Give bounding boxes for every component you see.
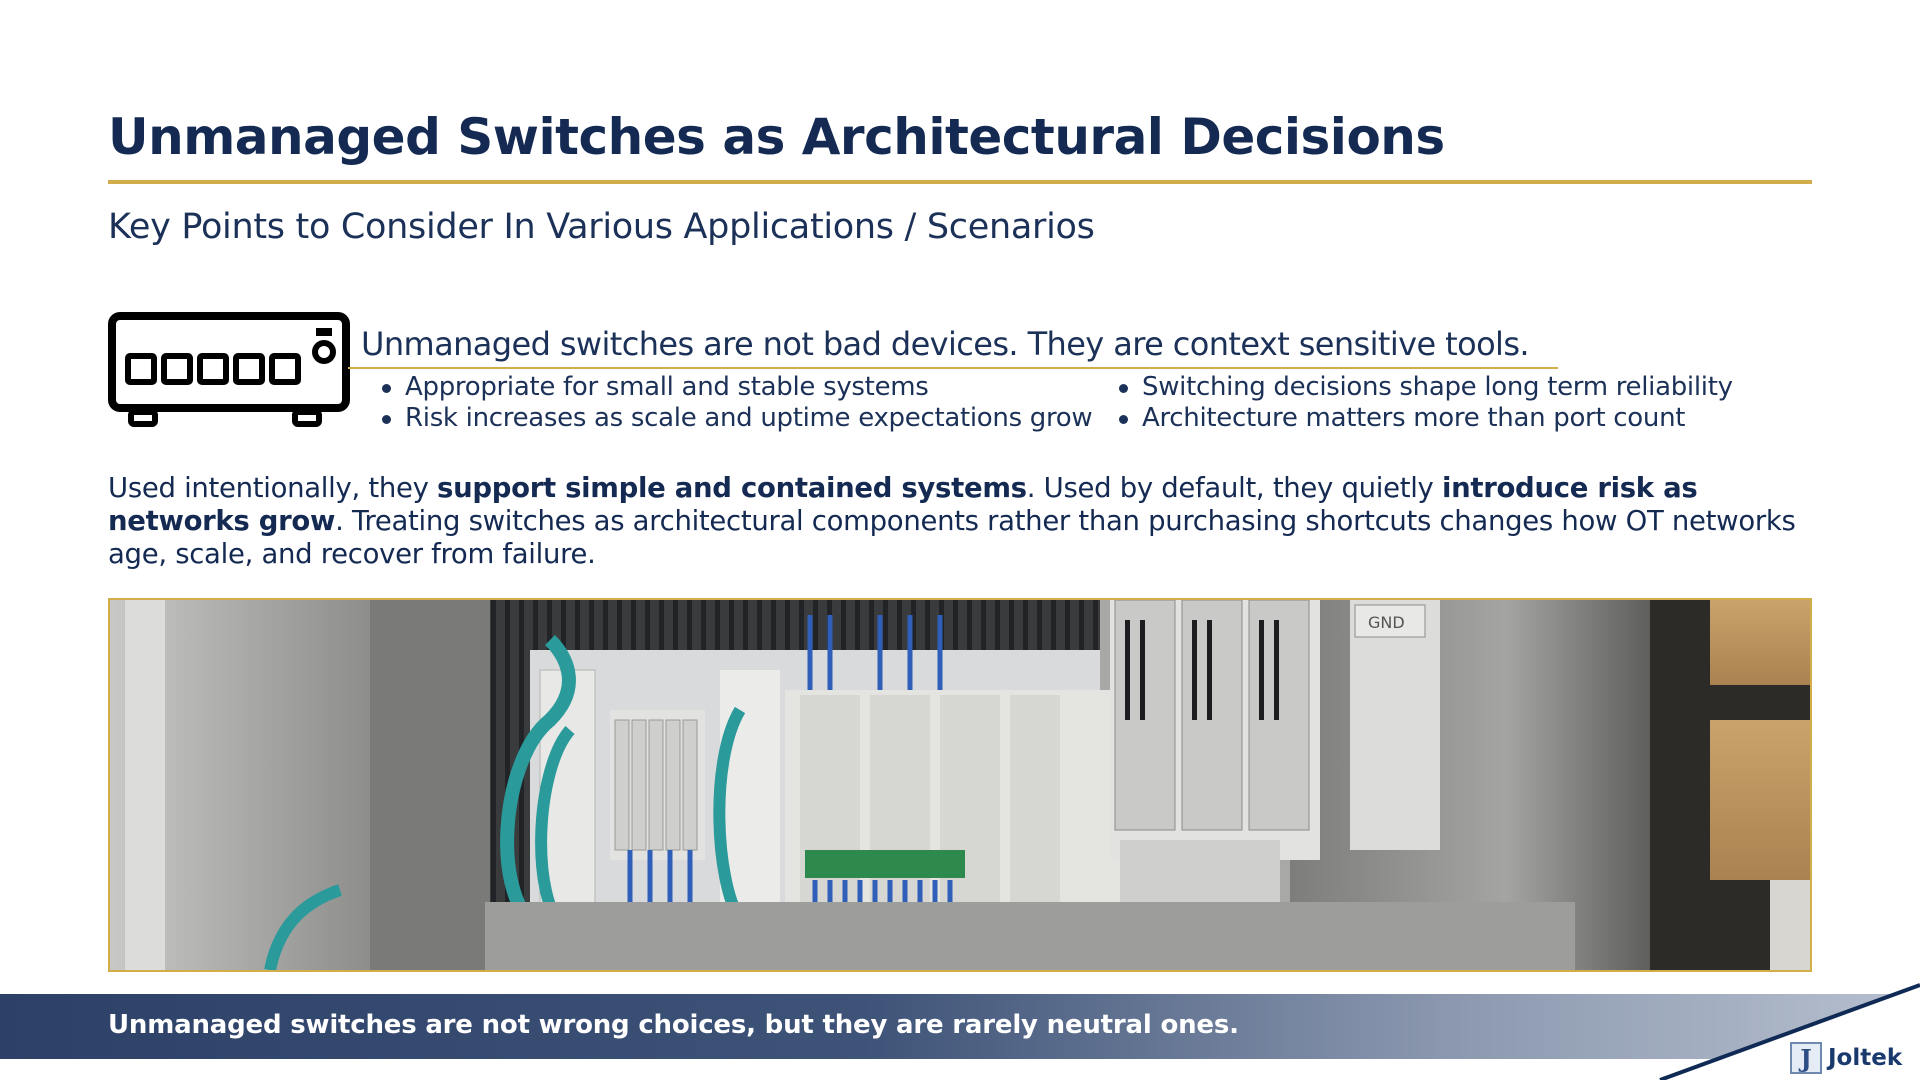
- brand-mark-icon: J: [1790, 1042, 1822, 1074]
- gnd-label: GND: [1368, 613, 1405, 632]
- brand-name: Joltek: [1828, 1045, 1903, 1071]
- footer-takeaway: Unmanaged switches are not wrong choices…: [108, 1010, 1239, 1040]
- headline-divider: [348, 367, 1558, 369]
- bullet-item: Architecture matters more than port coun…: [1115, 403, 1733, 434]
- control-panel-photo: GND: [108, 598, 1812, 972]
- network-switch-icon: [108, 312, 350, 427]
- bullet-item: Switching decisions shape long term reli…: [1115, 372, 1733, 403]
- slide-title: Unmanaged Switches as Architectural Deci…: [108, 108, 1445, 166]
- footer-banner: [0, 994, 1920, 1059]
- body-paragraph: Used intentionally, they support simple …: [108, 472, 1820, 571]
- title-divider: [108, 180, 1812, 184]
- paragraph-text: . Treating switches as architectural com…: [108, 505, 1796, 570]
- bullet-item: Risk increases as scale and uptime expec…: [378, 403, 1093, 434]
- bullet-list-left: Appropriate for small and stable systems…: [378, 372, 1093, 434]
- bullet-item: Appropriate for small and stable systems: [378, 372, 1092, 403]
- corner-accent: [1659, 983, 1920, 1080]
- paragraph-text: Used intentionally, they: [108, 472, 437, 504]
- paragraph-text: . Used by default, they quietly: [1026, 472, 1442, 504]
- bullet-list-right: Switching decisions shape long term reli…: [1115, 372, 1733, 434]
- brand-logo: J Joltek: [1790, 1040, 1902, 1076]
- key-point-headline: Unmanaged switches are not bad devices. …: [361, 325, 1530, 363]
- paragraph-emphasis: introduce risk as networks grow: [108, 472, 1698, 537]
- slide-subtitle: Key Points to Consider In Various Applic…: [108, 207, 1095, 247]
- paragraph-emphasis: support simple and contained systems: [437, 472, 1027, 504]
